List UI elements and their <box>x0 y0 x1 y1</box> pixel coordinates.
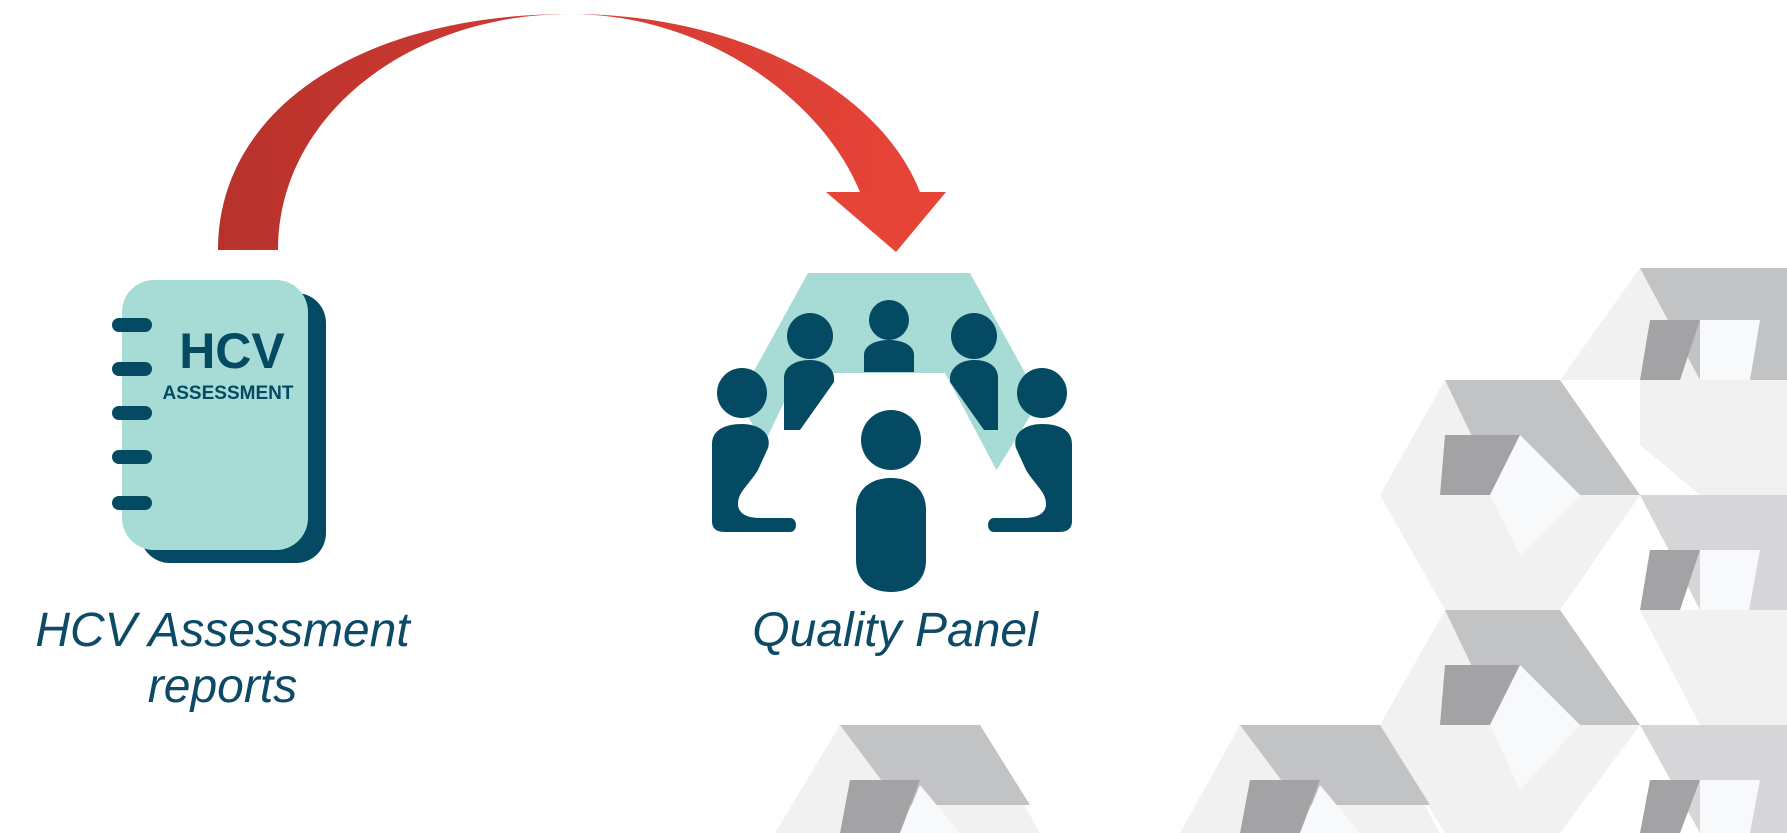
book-title: HCV <box>179 323 285 379</box>
hcv-assessment-caption: HCV Assessment reports <box>0 603 445 715</box>
person-icon <box>988 368 1072 532</box>
caption-line: reports <box>147 660 298 713</box>
person-icon <box>950 313 998 430</box>
cube-block <box>775 725 1040 833</box>
person-icon <box>712 368 796 532</box>
notebook-icon: HCV ASSESSMENT <box>112 280 326 563</box>
cube-block <box>1380 610 1787 833</box>
person-icon <box>864 300 914 372</box>
curved-arrow-icon <box>218 14 946 252</box>
meeting-table-icon <box>712 273 1072 592</box>
quality-panel-caption: Quality Panel <box>752 604 1038 657</box>
cube-pattern-decoration <box>775 268 1787 833</box>
cube-block <box>1180 725 1440 833</box>
person-icon <box>856 410 926 592</box>
cube-block <box>1380 380 1787 660</box>
person-icon <box>784 313 834 430</box>
book-subtitle: ASSESSMENT <box>163 383 294 404</box>
caption-line: HCV Assessment <box>35 604 410 657</box>
